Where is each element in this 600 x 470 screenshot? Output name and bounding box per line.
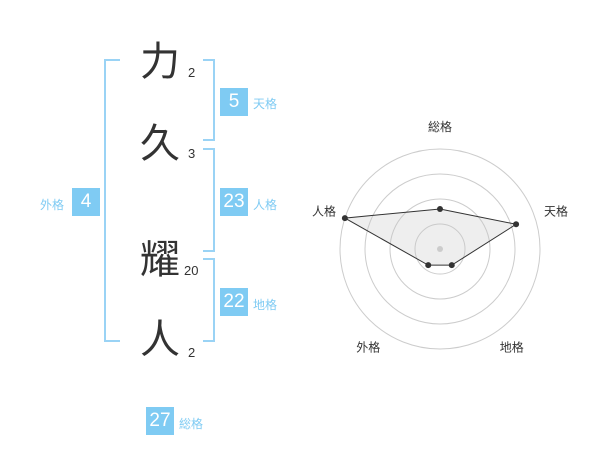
radar-grid-ring bbox=[339, 148, 541, 350]
stroke-count-2: 3 bbox=[188, 146, 196, 161]
radar-data-points bbox=[341, 206, 520, 269]
radar-axis-label: 地格 bbox=[500, 340, 524, 355]
jinkaku-value: 23 bbox=[220, 188, 248, 216]
gaikaku-bracket bbox=[104, 59, 120, 342]
name-char-4: 人 bbox=[140, 317, 180, 363]
tenkaku-label: 天格 bbox=[253, 97, 278, 111]
soukaku-label: 総格 bbox=[179, 417, 204, 431]
radar-data-point bbox=[448, 262, 455, 269]
radar-axis-label: 総格 bbox=[428, 119, 452, 134]
name-char-3: 耀 bbox=[140, 237, 180, 283]
chikaku-value: 22 bbox=[220, 288, 248, 316]
stroke-count-3: 20 bbox=[184, 263, 199, 278]
tenkaku-value: 5 bbox=[220, 88, 248, 116]
name-char-2: 久 bbox=[140, 121, 180, 167]
radar-axis-label: 天格 bbox=[544, 203, 568, 218]
stroke-count-1: 2 bbox=[188, 65, 196, 80]
radar-grid-ring bbox=[414, 223, 466, 275]
radar-grid-ring bbox=[364, 173, 516, 325]
stroke-count-4: 2 bbox=[188, 345, 196, 360]
radar-center-dot bbox=[437, 246, 443, 252]
radar-data-point bbox=[513, 221, 520, 228]
radar-data-point bbox=[341, 215, 348, 222]
radar-grid-ring bbox=[389, 198, 491, 300]
radar-axis-label: 外格 bbox=[356, 340, 380, 355]
tenkaku-bracket bbox=[203, 59, 215, 141]
gaikaku-value: 4 bbox=[72, 188, 100, 216]
radar-data-point bbox=[437, 206, 443, 212]
radar-data-point bbox=[425, 262, 432, 269]
radar-axis-label: 人格 bbox=[312, 203, 336, 218]
gaikaku-label: 外格 bbox=[40, 198, 65, 212]
soukaku-value: 27 bbox=[146, 407, 174, 435]
radar-grid bbox=[339, 148, 541, 350]
chikaku-label: 地格 bbox=[253, 298, 278, 312]
name-char-1: 力 bbox=[140, 39, 180, 85]
jinkaku-bracket bbox=[203, 148, 215, 252]
radar-data-polygon bbox=[343, 208, 518, 266]
chikaku-bracket bbox=[203, 258, 215, 342]
jinkaku-label: 人格 bbox=[253, 198, 278, 212]
